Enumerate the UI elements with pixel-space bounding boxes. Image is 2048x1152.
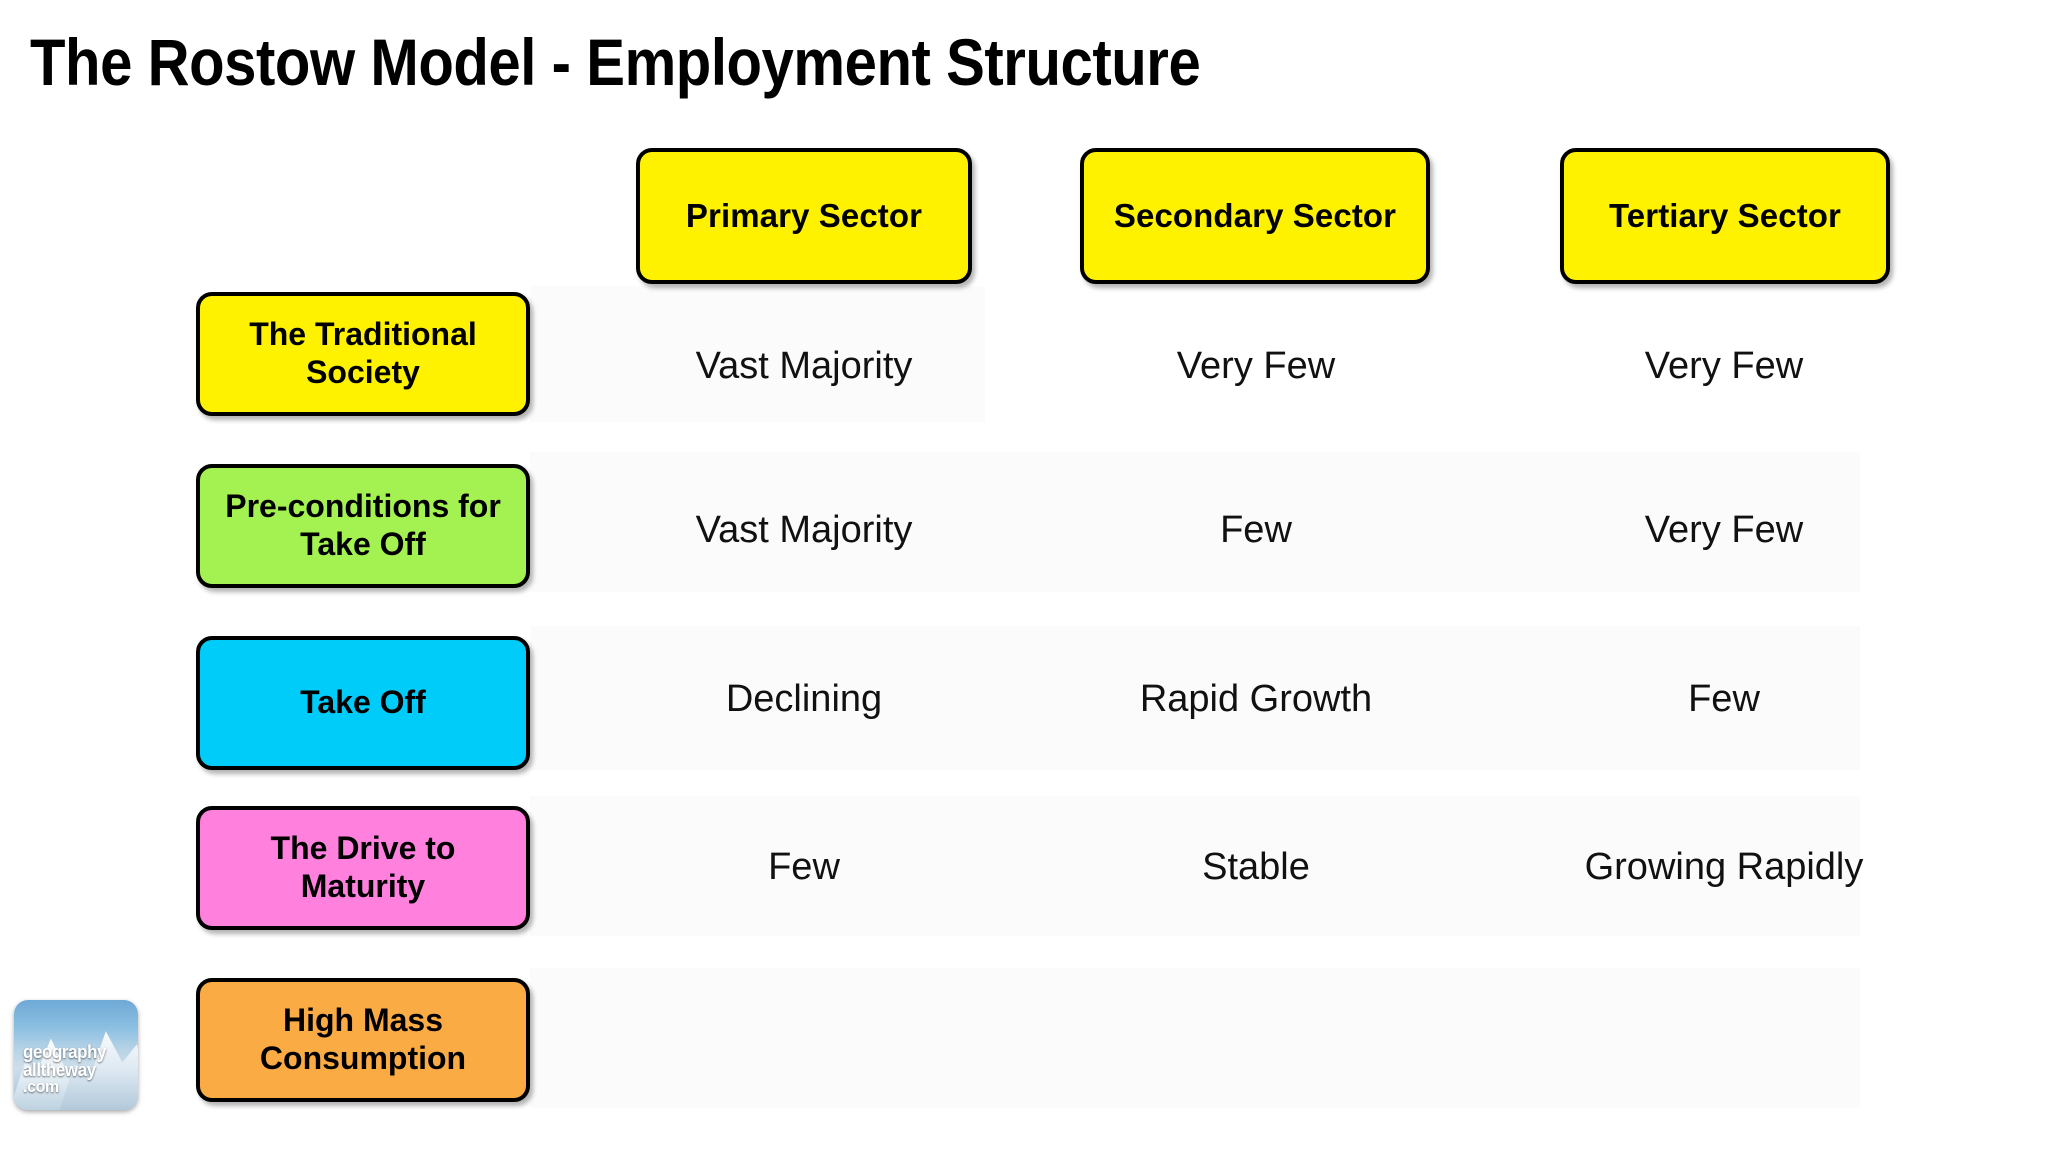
- table-cell: Few: [768, 846, 840, 888]
- watermark-reflection-text: .com: [23, 1112, 62, 1130]
- column-header-label: Secondary Sector: [1113, 197, 1397, 235]
- table-cell: Few: [1688, 678, 1760, 720]
- stage-label-the-drive-to-maturity[interactable]: The Drive to Maturity: [196, 806, 530, 930]
- table-cell: Very Few: [1176, 345, 1336, 387]
- row-band-2: [530, 452, 1860, 592]
- table-cell: Stable: [1202, 846, 1310, 888]
- column-header-tertiary-sector[interactable]: Tertiary Sector: [1560, 148, 1890, 284]
- stage-label-take-off[interactable]: Take Off: [196, 636, 530, 770]
- table-cell: Rapid Growth: [1139, 678, 1373, 720]
- stage-label-text: The Traditional Society: [249, 316, 477, 390]
- stage-label-text: High Mass Consumption: [259, 1002, 467, 1076]
- stage-label-text: Pre-conditions for Take Off: [225, 488, 501, 562]
- watermark-line-2: alltheway: [23, 1059, 96, 1080]
- row-band-5: [530, 968, 1860, 1108]
- table-cell: Very Few: [1644, 509, 1804, 551]
- table-cell: Declining: [725, 678, 883, 720]
- column-header-primary-sector[interactable]: Primary Sector: [636, 148, 972, 284]
- watermark-line-3: .com: [23, 1077, 59, 1097]
- row-band-4: [530, 796, 1860, 936]
- column-header-label: Tertiary Sector: [1609, 197, 1841, 235]
- table-cell: Very Few: [1644, 345, 1804, 387]
- column-header-secondary-sector[interactable]: Secondary Sector: [1080, 148, 1430, 284]
- watermark-mountain-image: geography alltheway .com: [14, 1000, 138, 1110]
- row-band-3: [530, 626, 1860, 770]
- watermark-text: geography alltheway .com: [23, 1042, 128, 1097]
- stage-label-the-traditional-society[interactable]: The Traditional Society: [196, 292, 530, 416]
- table-cell: Growing Rapidly: [1584, 846, 1864, 888]
- table-cell: Vast Majority: [695, 345, 913, 387]
- row-band-1: [530, 286, 985, 422]
- stage-label-text: The Drive to Maturity: [270, 830, 456, 904]
- watermark-reflection: .com: [14, 1112, 138, 1152]
- watermark-line-1: geography: [23, 1042, 107, 1062]
- column-header-label: Primary Sector: [685, 197, 923, 235]
- table-cell: Few: [1220, 509, 1292, 551]
- stage-label-text: Take Off: [300, 684, 426, 721]
- watermark-logo: geography alltheway .com .com: [14, 1000, 138, 1152]
- stage-label-pre-conditions-for-take-off[interactable]: Pre-conditions for Take Off: [196, 464, 530, 588]
- page-title: The Rostow Model - Employment Structure: [30, 25, 1201, 99]
- table-cell: Vast Majority: [695, 509, 913, 551]
- stage-label-high-mass-consumption[interactable]: High Mass Consumption: [196, 978, 530, 1102]
